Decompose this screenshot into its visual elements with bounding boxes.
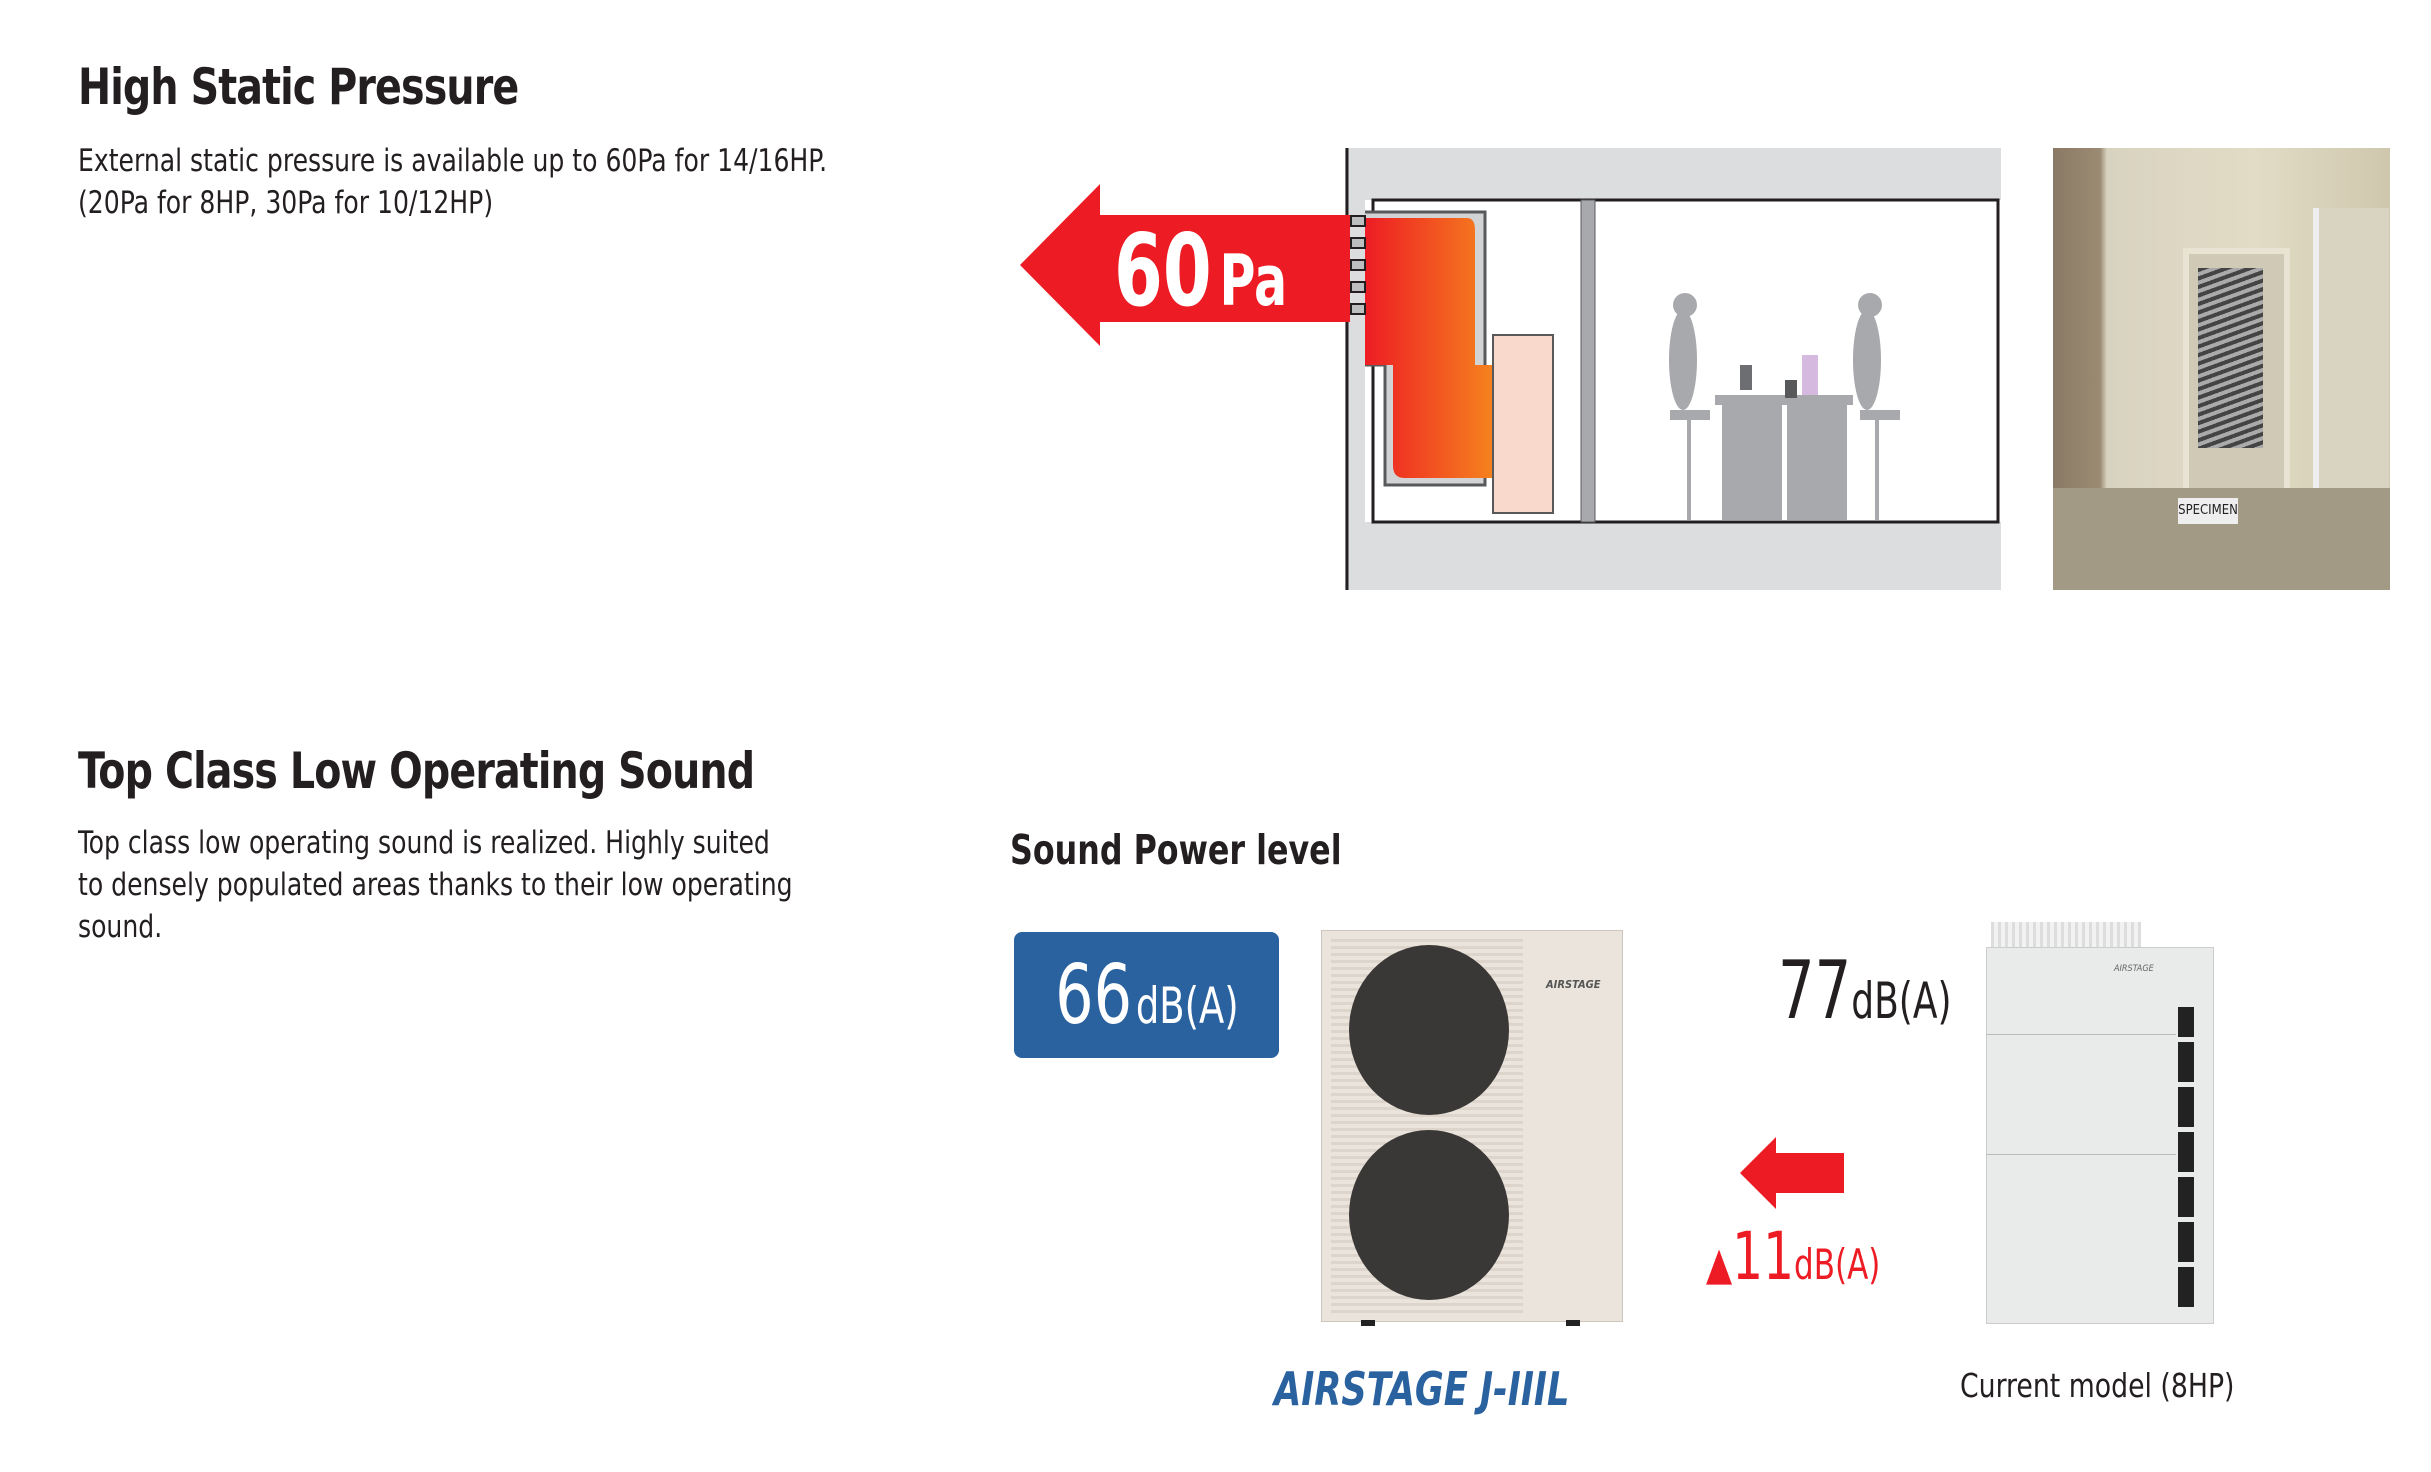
- description-line: sound.: [78, 909, 163, 945]
- sound-reduction: ▲11dB(A): [1706, 1218, 1880, 1295]
- airstage-j3l-logo: AIRSTAGE J-IIIL: [1274, 1362, 1570, 1416]
- description-line: (20Pa for 8HP, 30Pa for 10/12HP): [78, 185, 494, 221]
- low-sound-description: Top class low operating sound is realize…: [78, 822, 793, 948]
- high-static-pressure-description: External static pressure is available up…: [78, 140, 827, 224]
- description-line: to densely populated areas thanks to the…: [78, 867, 793, 903]
- reduction-unit: dB(A): [1794, 1240, 1881, 1289]
- high-static-pressure-title: High Static Pressure: [78, 58, 519, 116]
- static-pressure-diagram: [1015, 140, 2005, 600]
- new-outdoor-unit-image: AIRSTAGE: [1321, 930, 1623, 1326]
- building-photo: SPECIMEN: [2053, 148, 2390, 590]
- pressure-unit: Pa: [1219, 240, 1288, 322]
- new-model-sound-badge: 66 dB(A): [1014, 932, 1279, 1058]
- pressure-value: 60: [1114, 212, 1212, 329]
- new-model-sound-unit: dB(A): [1135, 976, 1239, 1035]
- current-outdoor-unit-image: AIRSTAGE: [1966, 922, 2214, 1337]
- left-arrow-icon: [1020, 184, 1350, 346]
- description-line: Top class low operating sound is realize…: [78, 825, 770, 861]
- current-model-sound-value: 77: [1778, 944, 1852, 1037]
- new-model-sound-value: 66: [1054, 947, 1132, 1043]
- sound-power-level-title: Sound Power level: [1010, 826, 1342, 874]
- current-model-label: Current model (8HP): [1960, 1366, 2235, 1405]
- reduction-value: 11: [1732, 1218, 1795, 1295]
- description-line: External static pressure is available up…: [78, 143, 828, 179]
- specimen-sign: SPECIMEN: [2178, 498, 2238, 524]
- current-model-sound-unit: dB(A): [1851, 972, 1952, 1030]
- triangle-up-icon: ▲: [1706, 1236, 1733, 1290]
- reduction-arrow-icon: [1740, 1137, 1844, 1209]
- unit-brand-label: AIRSTAGE: [2114, 964, 2154, 974]
- unit-brand-label: AIRSTAGE: [1546, 978, 1601, 991]
- low-sound-title: Top Class Low Operating Sound: [78, 742, 755, 800]
